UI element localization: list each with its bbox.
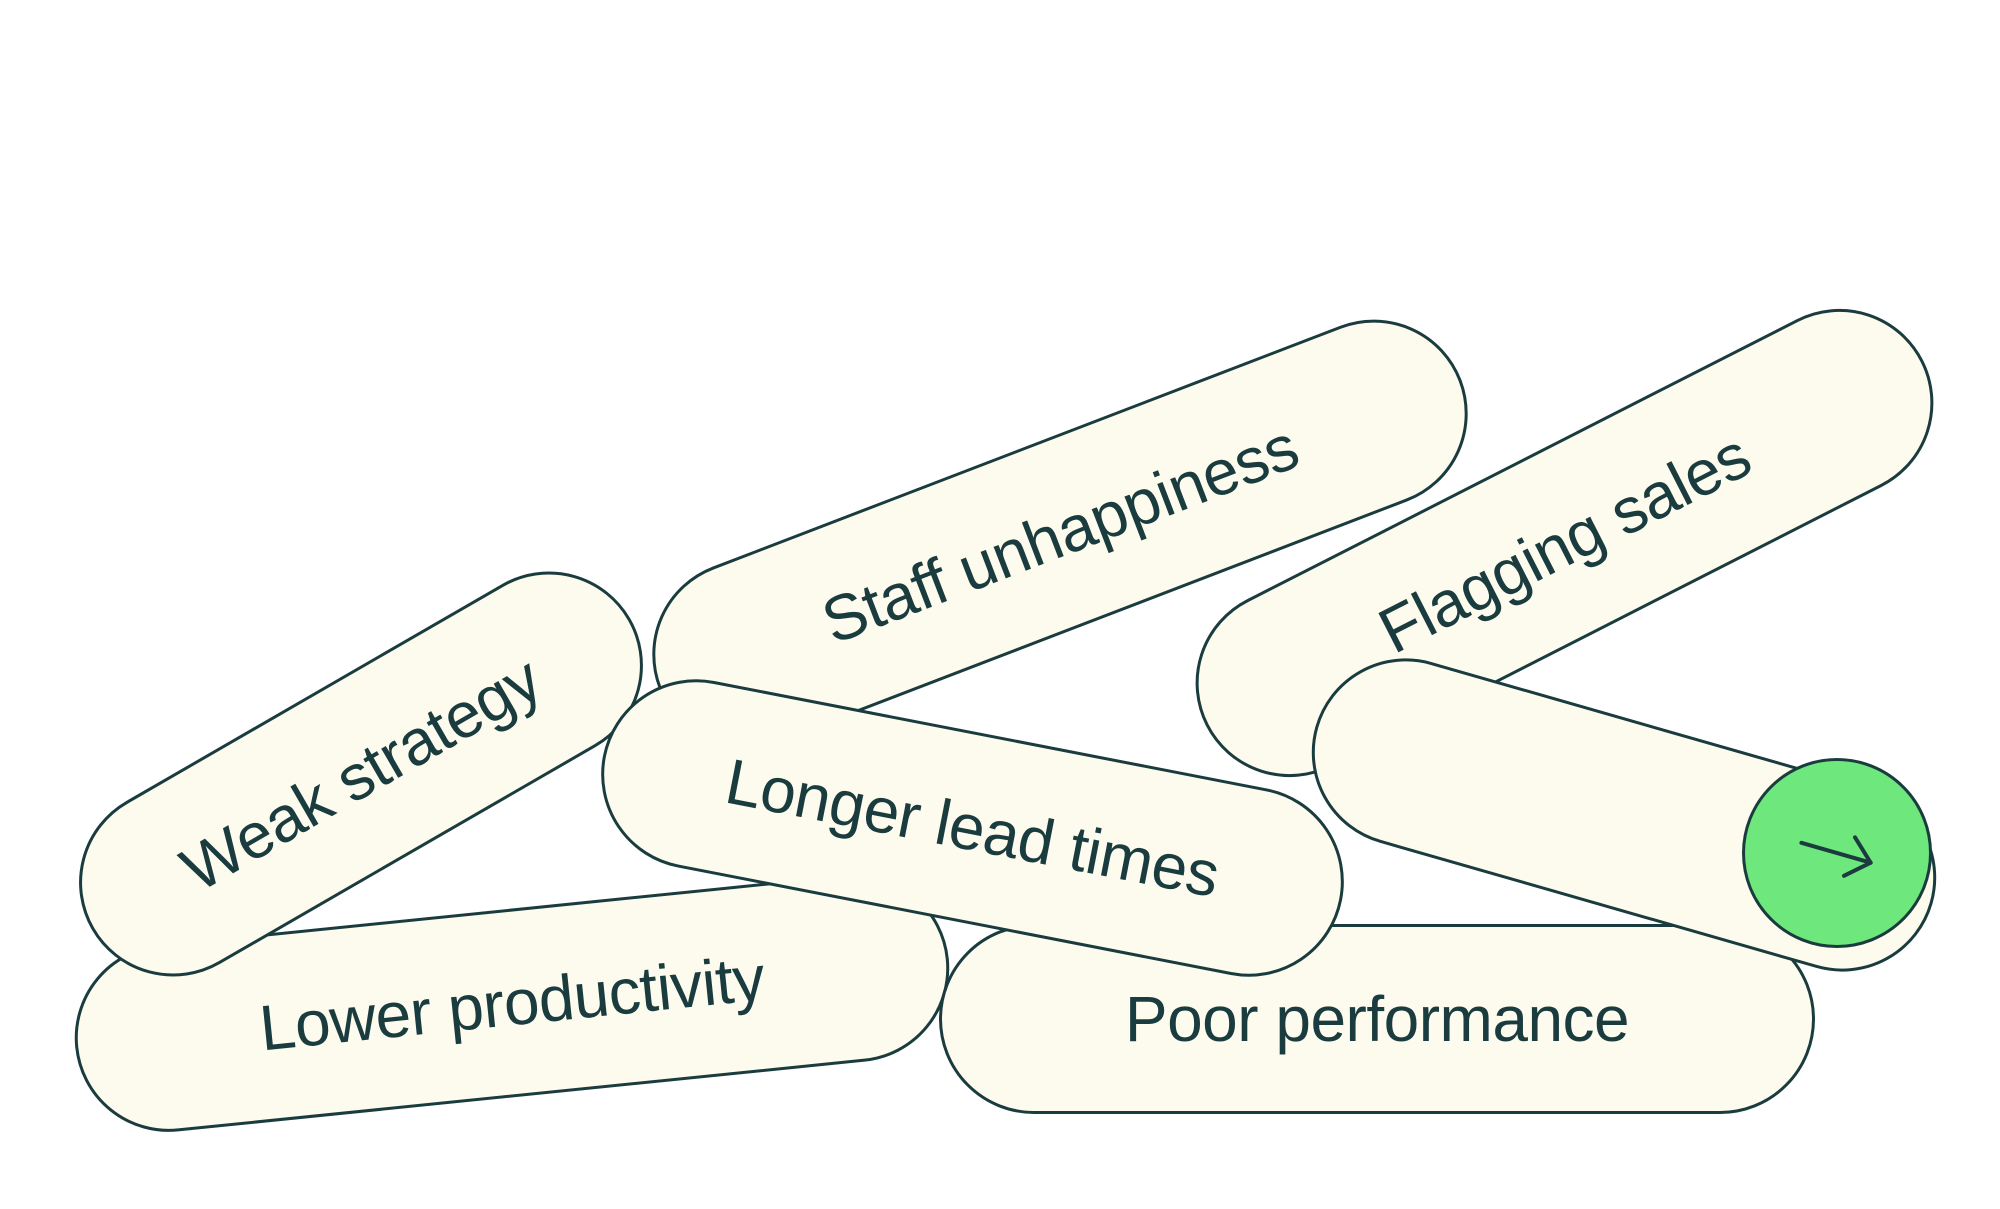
pill-label: Lower productivity (256, 941, 768, 1065)
pill-label: Longer lead times (720, 744, 1225, 912)
pill-poor-performance: Poor performance (939, 924, 1815, 1114)
next-arrow-button[interactable] (1742, 758, 1932, 948)
arrow-right-icon (1799, 835, 1873, 878)
pill-label: Poor performance (1124, 983, 1630, 1055)
pill-label: Weak strategy (169, 642, 553, 906)
